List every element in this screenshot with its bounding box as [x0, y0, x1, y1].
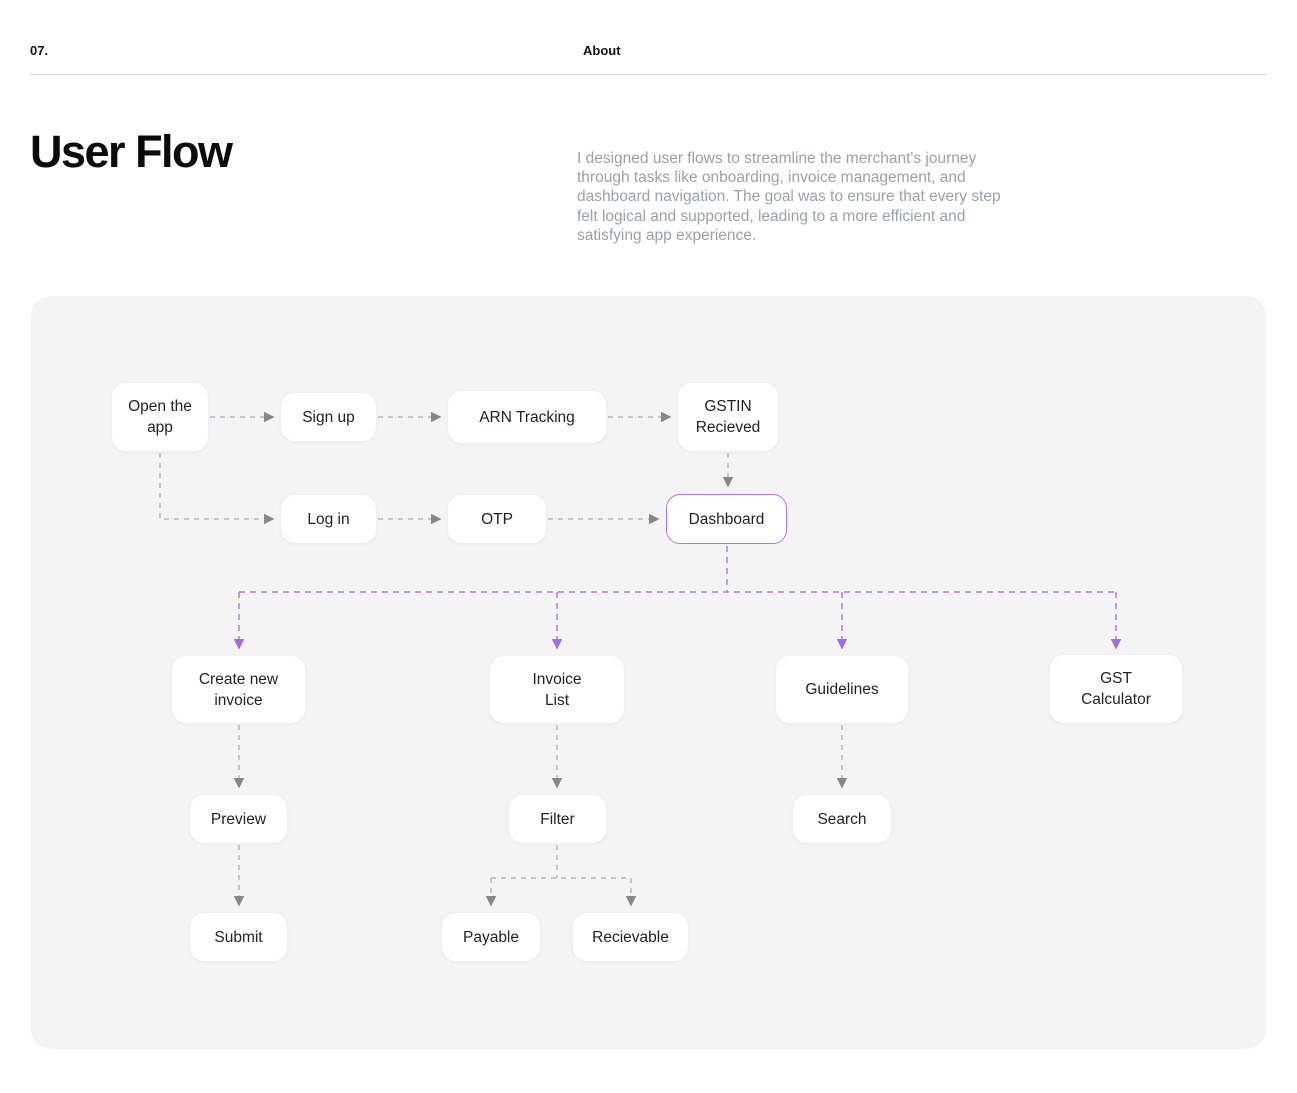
flow-node-submit: Submit: [190, 913, 287, 961]
flow-node-open-app: Open the app: [112, 383, 208, 451]
flow-node-recievable: Recievable: [573, 913, 688, 961]
flow-node-gstin-recieved: GSTIN Recieved: [678, 383, 778, 451]
flow-node-arn-tracking: ARN Tracking: [448, 391, 606, 443]
flow-node-invoice-list: Invoice List: [490, 656, 624, 723]
flow-node-sign-up: Sign up: [281, 393, 376, 441]
flow-node-guidelines: Guidelines: [776, 656, 908, 723]
flow-node-label: GSTIN Recieved: [695, 398, 761, 436]
flow-node-label: Open the app: [128, 398, 192, 436]
flow-canvas: Open the app Sign up ARN Tracking GSTIN …: [31, 296, 1266, 1049]
flow-node-label: Payable: [462, 928, 519, 946]
flow-node-label: Search: [817, 810, 867, 828]
nav-item-about[interactable]: About: [583, 43, 621, 58]
flow-node-search: Search: [793, 795, 891, 843]
flow-node-label: Guidelines: [805, 681, 879, 698]
flow-node-dashboard: Dashboard: [666, 494, 787, 544]
flow-node-label: Recievable: [592, 928, 669, 946]
flow-node-label: Sign up: [302, 408, 355, 426]
flow-node-label: Filter: [540, 810, 575, 828]
flow-node-preview: Preview: [190, 795, 287, 843]
flow-node-label: Dashboard: [688, 510, 765, 528]
flow-node-label: Log in: [307, 510, 350, 528]
flow-node-label: Invoice List: [532, 670, 582, 709]
flow-node-create-new-invoice: Create new invoice: [172, 656, 305, 723]
flow-node-label: Create new invoice: [198, 670, 279, 709]
page-number: 07.: [30, 43, 49, 58]
flow-node-label: Preview: [210, 810, 267, 828]
flow-node-label: OTP: [481, 510, 513, 528]
flow-node-label: Submit: [214, 928, 263, 946]
flow-node-otp: OTP: [448, 495, 546, 543]
flow-node-log-in: Log in: [281, 495, 376, 543]
flow-connectors: [159, 411, 1122, 907]
flow-node-payable: Payable: [442, 913, 540, 961]
page-description: I designed user flows to streamline the …: [577, 150, 1001, 244]
flow-node-label: ARN Tracking: [479, 408, 575, 426]
flow-node-filter: Filter: [509, 795, 606, 843]
page-title: User Flow: [30, 126, 233, 177]
flow-node-label: GST Calculator: [1081, 670, 1151, 708]
flow-node-gst-calculator: GST Calculator: [1050, 655, 1182, 723]
edge-openapp-login: [159, 453, 275, 525]
top-bar: 07. About: [30, 0, 1267, 75]
